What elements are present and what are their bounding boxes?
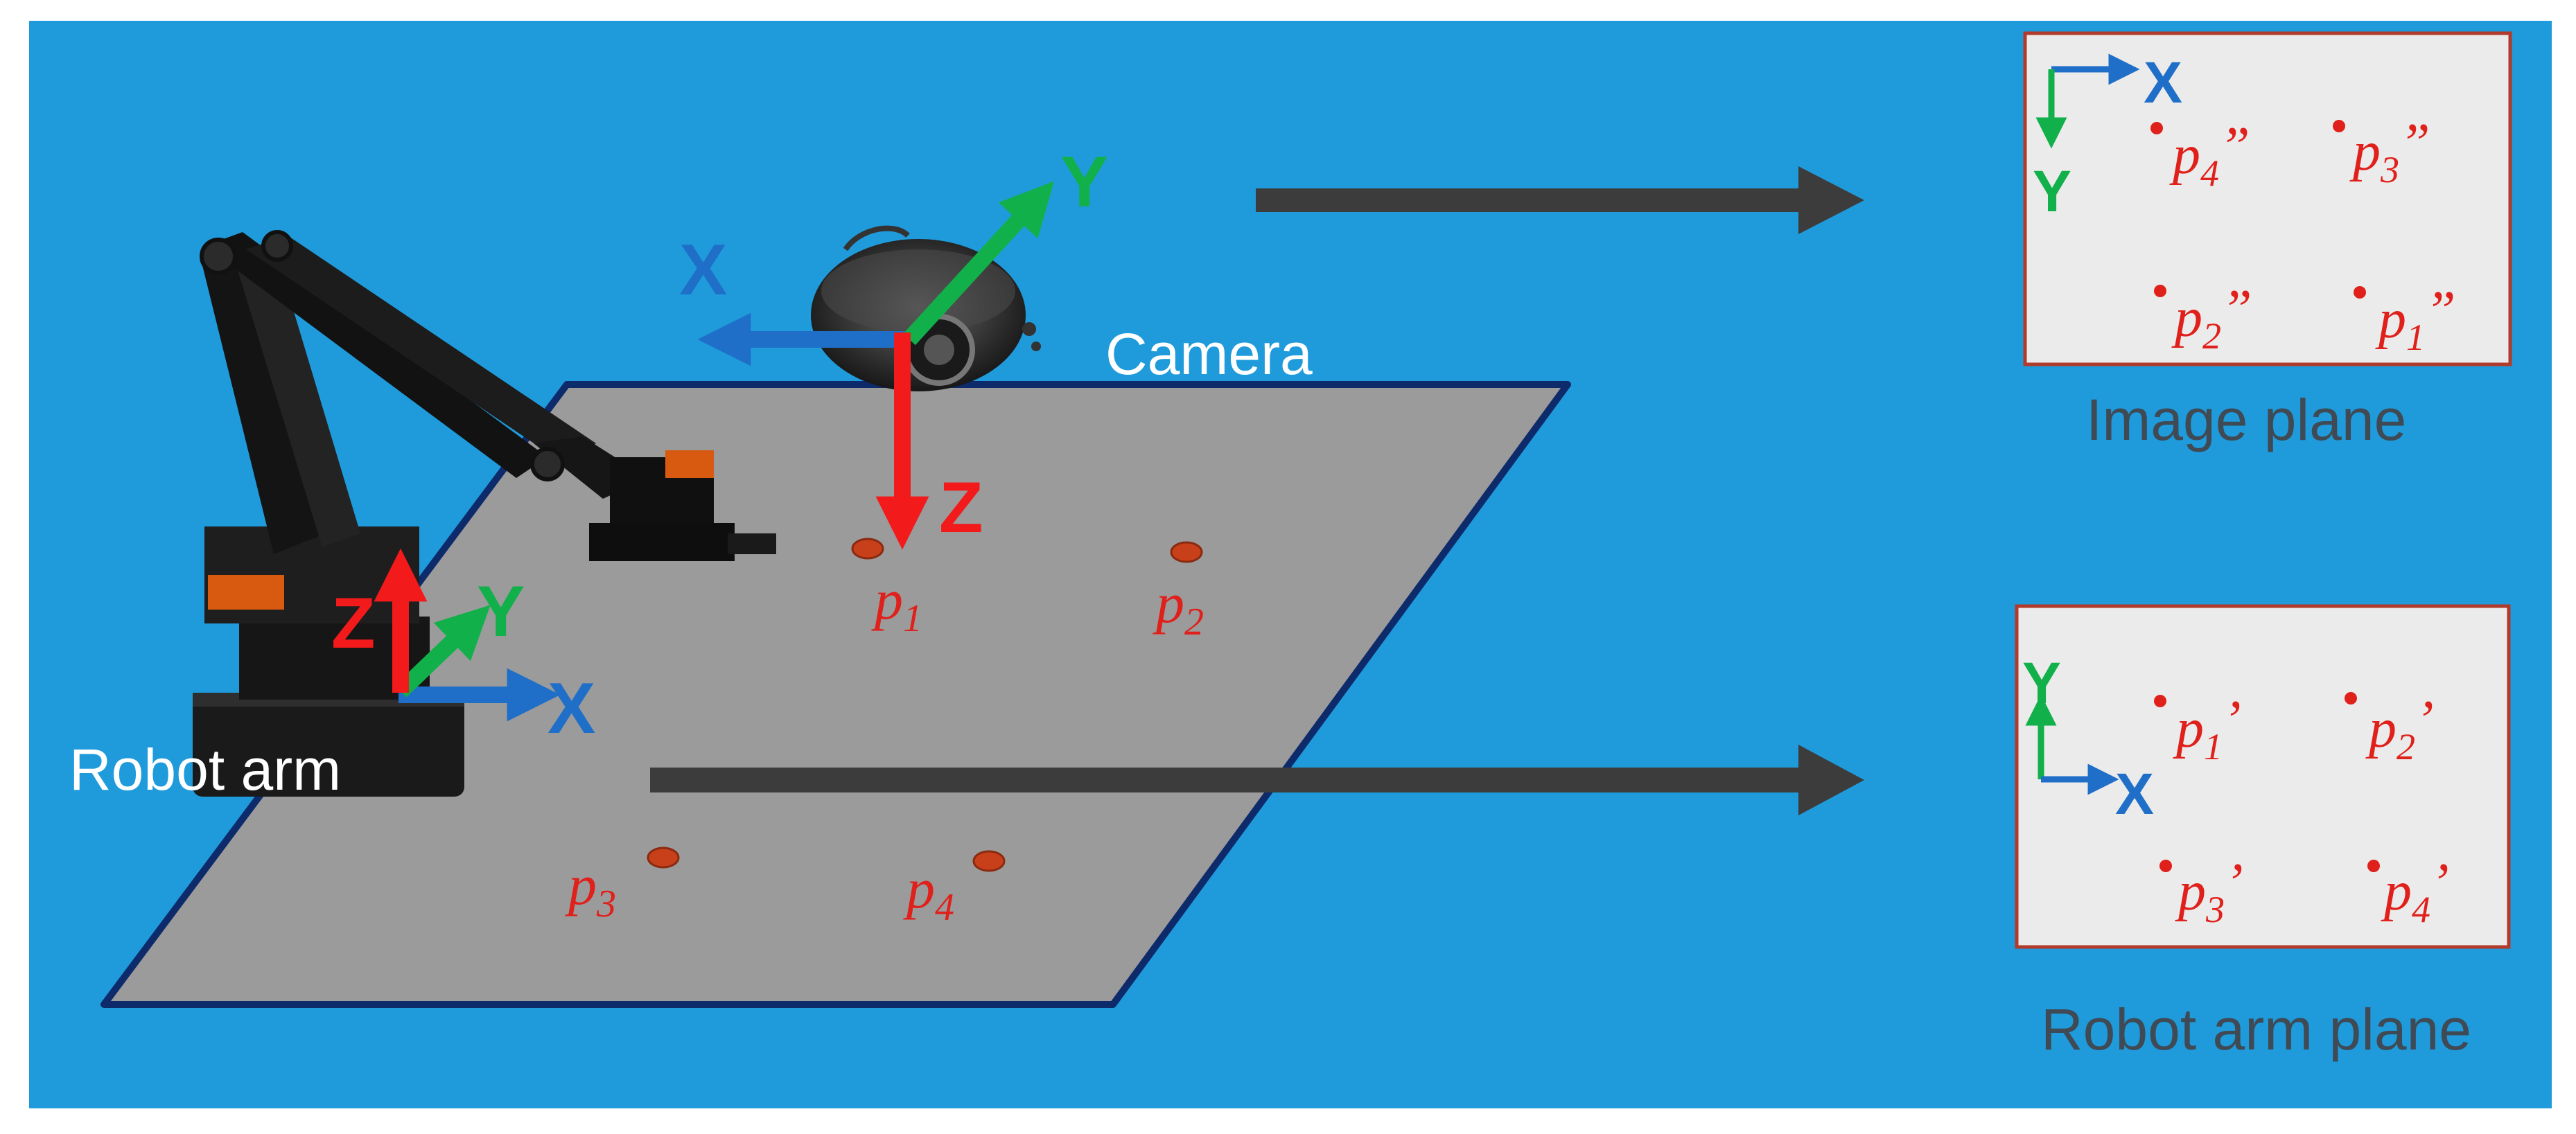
robot-plane-label-p3: p3’ xyxy=(2175,853,2243,930)
projection-arrow-camera xyxy=(1256,166,1864,234)
image-plane-caption: Image plane xyxy=(2086,387,2406,452)
image-point-label-p4: p4” xyxy=(2169,116,2250,194)
robot-plane-label-p1: p1’ xyxy=(2173,690,2241,768)
projection-arrow-robot xyxy=(650,745,1864,815)
robot-y-label: Y xyxy=(477,572,525,652)
image-plane-panel xyxy=(2023,31,2512,366)
robot-plane-x-label: X xyxy=(2115,761,2154,826)
workspace-plane xyxy=(100,381,1571,1008)
robot-z-label: Z xyxy=(331,583,376,664)
robot-arm-illustration xyxy=(193,230,776,797)
robot-x-label: X xyxy=(547,668,595,749)
robot-plane-dot-p4 xyxy=(2367,860,2380,872)
image-point-label-p3: p3” xyxy=(2349,113,2430,191)
image-point-dot-p4 xyxy=(2150,122,2163,134)
robot-y-axis-arrow xyxy=(394,605,491,698)
robot-plane-dot-p1 xyxy=(2154,695,2166,707)
point-label-p4: p4 xyxy=(903,857,954,929)
robot-plane-dot-p2 xyxy=(2345,692,2357,705)
point-marker-p3 xyxy=(647,847,680,869)
robot-plane-label-p2: p2’ xyxy=(2365,690,2434,768)
robot-plane-label-p4: p4’ xyxy=(2381,853,2449,930)
robot-plane-y-label: Y xyxy=(2022,650,2061,716)
image-point-label-p1: p1” xyxy=(2375,281,2456,358)
point-label-p1: p1 xyxy=(871,568,922,640)
camera-label: Camera xyxy=(1105,321,1313,387)
point-label-p3: p3 xyxy=(565,853,616,925)
image-plane-y-label: Y xyxy=(2033,159,2071,224)
point-marker-p2 xyxy=(1170,541,1203,563)
camera-y-axis-arrow xyxy=(903,181,1054,346)
image-point-dot-p3 xyxy=(2333,120,2345,132)
robot-arm-label: Robot arm xyxy=(69,737,341,802)
point-label-p2: p2 xyxy=(1153,572,1204,644)
image-point-label-p2: p2” xyxy=(2171,279,2252,357)
robot-plane-dot-p3 xyxy=(2159,860,2172,872)
point-marker-p1 xyxy=(851,538,884,560)
camera-z-label: Z xyxy=(939,468,983,548)
image-point-dot-p1 xyxy=(2354,286,2366,299)
camera-y-label: Y xyxy=(1060,142,1108,222)
point-marker-p4 xyxy=(972,850,1006,872)
robot-plane-caption: Robot arm plane xyxy=(2041,997,2471,1062)
camera-x-label: X xyxy=(679,230,727,310)
image-plane-x-label: X xyxy=(2144,50,2182,115)
image-point-dot-p2 xyxy=(2154,285,2166,297)
